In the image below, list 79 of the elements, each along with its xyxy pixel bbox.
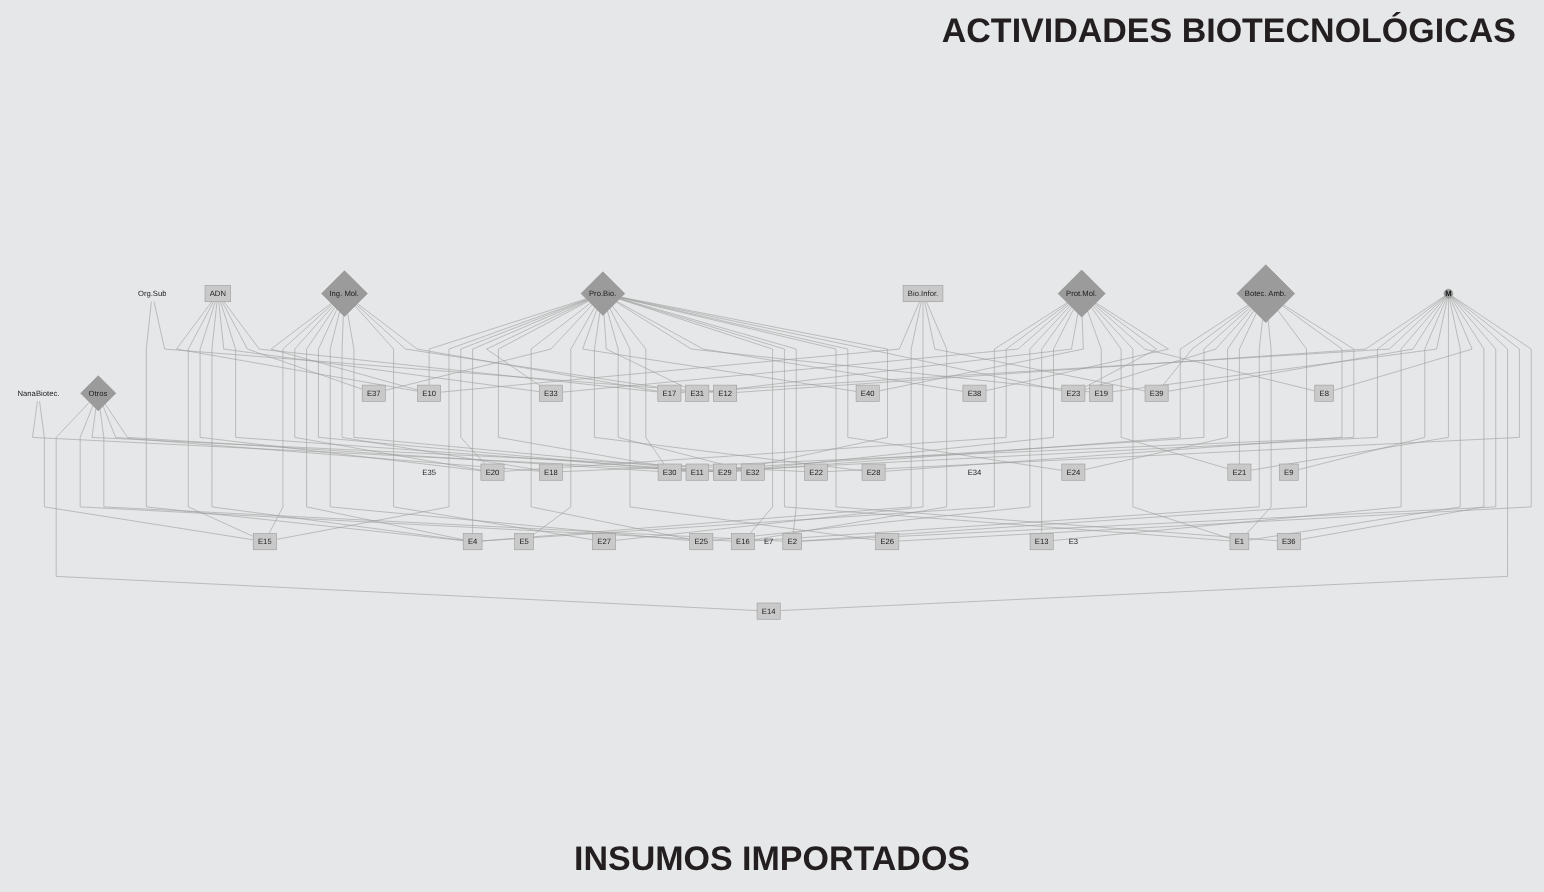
connector [153, 301, 714, 393]
connector [620, 296, 888, 470]
connector [472, 299, 588, 534]
group-heading: INSUMOS IMPORTADOS [573, 840, 971, 880]
connector [708, 313, 1079, 393]
connector [1093, 304, 1316, 392]
connector [1333, 297, 1473, 391]
connector [1239, 312, 1257, 465]
connector [1084, 308, 1253, 390]
connector [221, 301, 363, 390]
connector [220, 301, 714, 472]
connector [481, 301, 922, 542]
connector [481, 302, 1068, 542]
connector [754, 319, 1263, 542]
connector [1250, 297, 1449, 471]
connector [1112, 297, 1448, 392]
connector [347, 312, 714, 472]
connector [91, 408, 805, 472]
connector [1167, 297, 1447, 392]
connector [1084, 310, 1255, 470]
connector [712, 305, 1071, 541]
connector [294, 305, 482, 471]
connector [188, 301, 254, 537]
connector [616, 301, 964, 392]
connector [223, 301, 659, 393]
connector [428, 298, 587, 386]
connector [354, 305, 593, 540]
connector [268, 304, 333, 534]
connector [211, 301, 464, 541]
connector [985, 302, 1169, 391]
connector [582, 309, 857, 392]
connector [562, 304, 1355, 472]
connector [503, 303, 1069, 472]
connector [801, 296, 1497, 542]
connector [603, 313, 686, 388]
connector [1297, 297, 1447, 470]
connector [1162, 305, 1250, 386]
connector [878, 316, 1084, 392]
connector [1087, 310, 1102, 386]
connector [611, 305, 665, 465]
connector [440, 301, 920, 393]
connector [1248, 297, 1461, 541]
connector [276, 299, 587, 540]
connector [779, 296, 1508, 611]
connector [329, 311, 690, 541]
connector [609, 307, 876, 541]
connector [884, 305, 1343, 472]
connector [924, 301, 1146, 392]
group-heading: ACTIVIDADES BIOTECNOLÓGICAS [941, 12, 1516, 52]
connector [1041, 307, 1072, 534]
connector [533, 307, 595, 535]
connector [460, 299, 588, 465]
connector [102, 405, 540, 472]
connector [898, 295, 1532, 542]
connector [1090, 307, 1229, 470]
connector [306, 306, 464, 540]
connector [146, 301, 464, 541]
connector [486, 300, 589, 386]
connector [1300, 297, 1485, 540]
connector [1246, 319, 1272, 534]
connector [530, 302, 690, 540]
connector [270, 303, 418, 391]
connector [620, 297, 1063, 471]
connector [385, 304, 593, 391]
connector [318, 308, 687, 472]
connector [1092, 305, 1231, 539]
connector [615, 301, 924, 541]
connector [104, 403, 659, 472]
connector [754, 301, 947, 540]
connector [562, 304, 1070, 393]
connector [801, 309, 1307, 542]
connector [1052, 296, 1446, 541]
connector [498, 300, 687, 471]
connector [199, 301, 482, 472]
connector [708, 296, 1446, 472]
connector [176, 301, 418, 392]
connector [39, 401, 254, 541]
connector [827, 296, 1520, 472]
connector [218, 301, 540, 392]
